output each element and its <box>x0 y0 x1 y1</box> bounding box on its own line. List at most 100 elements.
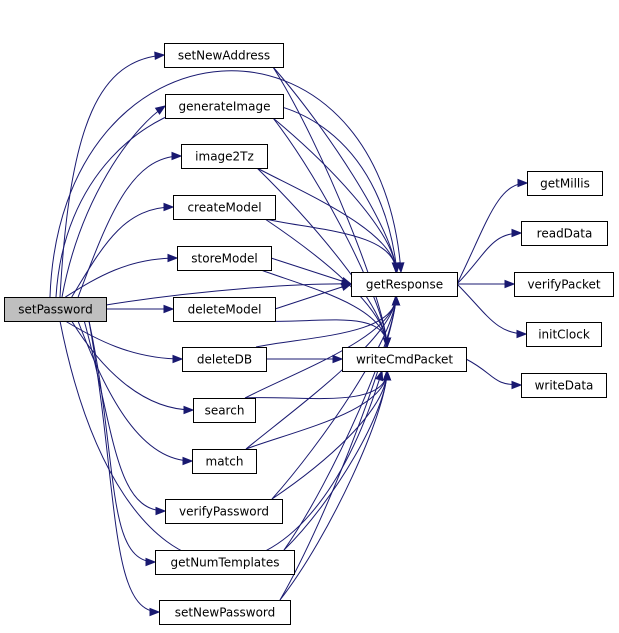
node-box-setNewPassword[interactable] <box>159 600 291 625</box>
node-box-image2Tz[interactable] <box>181 144 268 169</box>
node-box-getNumTemplates[interactable] <box>155 550 295 575</box>
edge-setPassword-to-getResponse <box>105 283 352 306</box>
arrowhead-setPassword-to-image2Tz <box>171 151 183 161</box>
edge-storeModel-to-getResponse <box>270 257 352 285</box>
edge-layer <box>49 51 529 617</box>
edge-setPassword-to-verifyPassword <box>83 320 166 512</box>
edge-match-to-writeCmdPacket <box>245 370 388 450</box>
node-label-getNumTemplates: getNumTemplates <box>171 556 280 570</box>
node-box-generateImage[interactable] <box>165 94 284 119</box>
node-box-getResponse[interactable] <box>351 272 458 297</box>
node-label-createModel: createModel <box>187 201 261 215</box>
node-box-setPassword[interactable] <box>4 297 107 322</box>
arrowhead-setPassword-to-deleteModel <box>163 304 175 314</box>
edge-setPassword-to-setNewAddress <box>59 54 165 298</box>
node-setNewPassword[interactable]: setNewPassword <box>159 600 291 625</box>
node-label-generateImage: generateImage <box>179 100 271 114</box>
edge-generateImage-to-getResponse <box>272 117 397 273</box>
edge-image2Tz-to-getResponse <box>256 167 397 273</box>
edge-setPassword-to-storeModel <box>65 257 178 298</box>
node-getNumTemplates[interactable]: getNumTemplates <box>155 550 295 575</box>
edge-setPassword-to-deleteDB <box>64 320 183 360</box>
node-label-writeData: writeData <box>535 379 594 393</box>
node-box-writeCmdPacket[interactable] <box>342 347 467 372</box>
node-match[interactable]: match <box>192 449 257 474</box>
node-box-createModel[interactable] <box>173 195 276 220</box>
node-label-getMillis: getMillis <box>540 177 590 191</box>
edge-setPassword-to-setNewPassword <box>88 320 160 613</box>
arrowhead-setNewPassword-to-writeCmdPacket <box>382 369 392 381</box>
edge-setPassword-arc-0 <box>49 70 402 298</box>
node-label-search: search <box>205 404 245 418</box>
arrowhead-getResponse-to-initClock <box>516 329 528 339</box>
arrowhead-setPassword-to-createModel <box>163 202 175 212</box>
node-getResponse[interactable]: getResponse <box>351 272 458 297</box>
edge-getNumTemplates-to-getResponse <box>283 295 397 551</box>
node-setNewAddress[interactable]: setNewAddress <box>164 43 284 68</box>
arrowhead-getResponse-to-verifyPacket <box>504 279 516 289</box>
node-box-deleteDB[interactable] <box>182 347 267 372</box>
edge-setPassword-to-createModel <box>71 206 174 298</box>
edge-generateImage-to-writeCmdPacket <box>272 117 388 348</box>
node-label-storeModel: storeModel <box>191 252 257 266</box>
node-readData[interactable]: readData <box>521 221 608 246</box>
arrowhead-setPassword-to-writeCmdPacket <box>375 369 384 382</box>
edge-search-to-writeCmdPacket <box>244 370 388 400</box>
node-box-verifyPassword[interactable] <box>165 499 283 524</box>
arrowhead-getResponse-to-readData <box>511 228 523 238</box>
node-deleteModel[interactable]: deleteModel <box>173 297 276 322</box>
node-label-readData: readData <box>537 227 593 241</box>
node-label-match: match <box>206 455 244 469</box>
node-search[interactable]: search <box>193 398 256 423</box>
node-deleteDB[interactable]: deleteDB <box>182 347 267 372</box>
arrowhead-deleteDB-to-writeCmdPacket <box>332 354 344 364</box>
node-label-writeCmdPacket: writeCmdPacket <box>356 353 453 367</box>
node-label-deleteModel: deleteModel <box>188 303 262 317</box>
node-layer: setPassword setNewAddress generateImage ima… <box>4 43 614 625</box>
node-initClock[interactable]: initClock <box>526 322 602 347</box>
node-label-verifyPacket: verifyPacket <box>527 278 600 292</box>
node-box-initClock[interactable] <box>526 322 602 347</box>
node-box-verifyPacket[interactable] <box>514 272 614 297</box>
arrowhead-deleteModel-to-getResponse <box>340 282 353 291</box>
edge-search-to-getResponse <box>244 295 397 399</box>
node-label-deleteDB: deleteDB <box>197 353 252 367</box>
edge-setNewPassword-to-getResponse <box>279 295 397 601</box>
arrowhead-setPassword-to-setNewPassword <box>149 607 161 617</box>
node-box-storeModel[interactable] <box>177 246 272 271</box>
arrowhead-setPassword-to-getNumTemplates <box>145 557 157 567</box>
arrowhead-setPassword-arc-1 <box>391 262 401 274</box>
node-generateImage[interactable]: generateImage <box>165 94 284 119</box>
node-box-readData[interactable] <box>521 221 608 246</box>
edge-verifyPassword-to-getResponse <box>271 295 397 500</box>
edge-setPassword-to-image2Tz <box>77 155 182 298</box>
node-box-deleteModel[interactable] <box>173 297 276 322</box>
node-label-image2Tz: image2Tz <box>195 150 254 164</box>
edge-setPassword-to-generateImage <box>61 105 166 298</box>
node-box-getMillis[interactable] <box>527 171 603 196</box>
node-createModel[interactable]: createModel <box>173 195 276 220</box>
arrowhead-getResponse-to-getMillis <box>517 178 529 188</box>
arrowhead-setPassword-to-generateImage <box>154 105 167 115</box>
arrowhead-setPassword-to-deleteDB <box>172 354 184 364</box>
node-verifyPassword[interactable]: verifyPassword <box>165 499 283 524</box>
node-writeData[interactable]: writeData <box>521 373 607 398</box>
node-verifyPacket[interactable]: verifyPacket <box>514 272 614 297</box>
arrowhead-setPassword-to-storeModel <box>167 253 179 263</box>
node-label-getResponse: getResponse <box>366 278 443 292</box>
node-box-writeData[interactable] <box>521 373 607 398</box>
node-box-match[interactable] <box>192 449 257 474</box>
edge-setPassword-to-match <box>77 320 193 462</box>
node-getMillis[interactable]: getMillis <box>527 171 603 196</box>
node-label-initClock: initClock <box>538 328 590 342</box>
node-setPassword[interactable]: setPassword <box>4 297 107 322</box>
node-box-setNewAddress[interactable] <box>164 43 284 68</box>
arrowhead-setPassword-to-match <box>182 456 194 466</box>
node-writeCmdPacket[interactable]: writeCmdPacket <box>342 347 467 372</box>
node-storeModel[interactable]: storeModel <box>177 246 272 271</box>
node-box-search[interactable] <box>193 398 256 423</box>
node-image2Tz[interactable]: image2Tz <box>181 144 268 169</box>
edge-deleteDB-to-getResponse <box>255 295 397 348</box>
edge-setPassword-to-search <box>71 320 194 411</box>
